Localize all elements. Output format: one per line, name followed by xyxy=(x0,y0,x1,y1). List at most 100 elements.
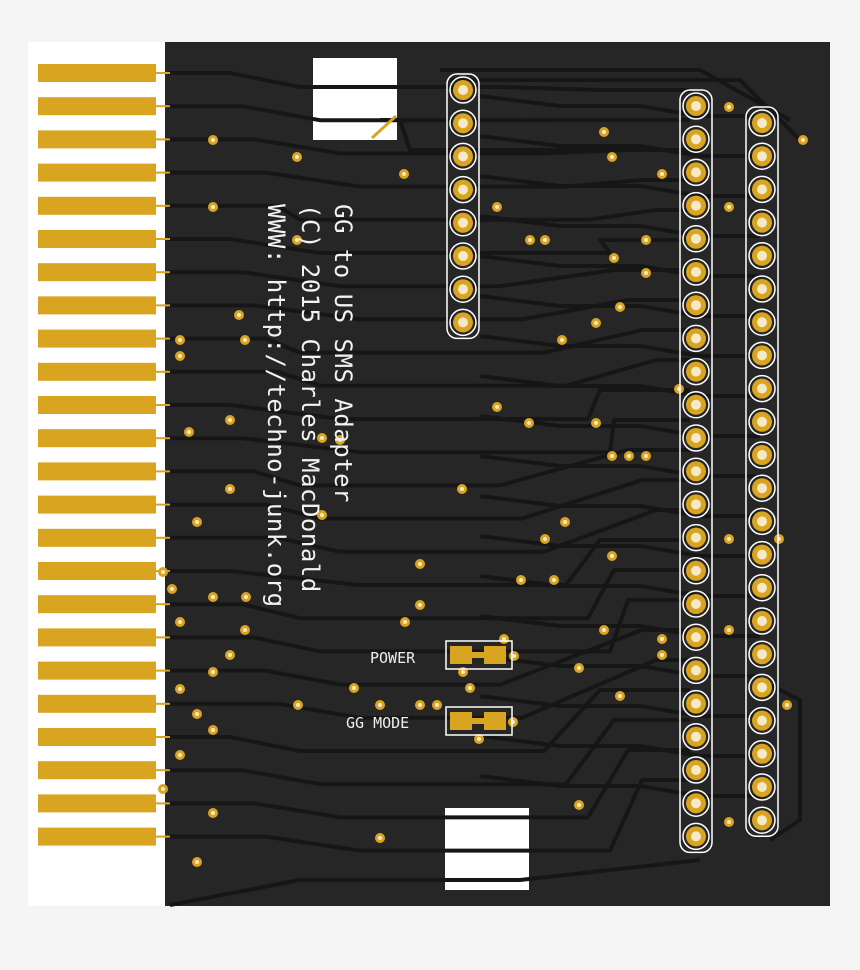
via-hole xyxy=(211,811,215,815)
via-hole xyxy=(178,338,182,342)
via-hole xyxy=(295,238,299,242)
copper-trace xyxy=(168,203,690,222)
header-short-outline xyxy=(446,73,480,340)
header-pin-ring xyxy=(748,374,776,403)
power-jumper xyxy=(445,640,513,670)
copper-trace xyxy=(479,454,760,478)
header-pin-hole xyxy=(757,649,767,660)
copper-trace xyxy=(479,94,760,118)
via-hole xyxy=(527,421,531,425)
header-pin-hole xyxy=(757,748,767,759)
via-hole xyxy=(352,686,356,690)
via-hole xyxy=(161,570,165,574)
header-pin-hole xyxy=(691,499,701,510)
header-pin-ring xyxy=(682,357,710,386)
power-jumper-outline xyxy=(445,640,513,670)
header-pin-ring xyxy=(682,557,710,585)
header-pin-ring xyxy=(682,324,710,353)
via-hole xyxy=(727,820,731,824)
copper-trace xyxy=(168,688,690,753)
via-hole xyxy=(563,520,567,524)
via-hole xyxy=(528,238,532,242)
copper-trace xyxy=(168,71,690,92)
header-pin-hole xyxy=(691,466,701,477)
via-hole xyxy=(243,628,247,632)
edge-finger-pin xyxy=(38,794,156,813)
header-pin-ring xyxy=(748,740,776,768)
header-pin-ring xyxy=(682,523,710,552)
via-hole xyxy=(618,694,622,698)
header-pin-ring xyxy=(748,208,776,237)
via-hole xyxy=(468,686,472,690)
copper-trace xyxy=(479,374,760,398)
via-hole xyxy=(495,405,499,409)
header-pin-hole xyxy=(757,682,767,693)
via-hole xyxy=(602,130,606,134)
via-hole xyxy=(211,728,215,732)
via-hole xyxy=(727,205,731,209)
via-hole xyxy=(161,787,165,791)
header-pin-ring xyxy=(449,275,477,303)
header-pin-ring xyxy=(682,623,710,651)
via-hole xyxy=(660,637,664,641)
edge-finger-pin xyxy=(38,296,156,315)
gg-mode-jumper xyxy=(445,706,513,736)
via-hole xyxy=(187,430,191,434)
header-pin-ring xyxy=(449,142,477,171)
edge-finger-pin xyxy=(38,130,156,149)
header-pin-hole xyxy=(757,184,767,195)
header-pin-ring xyxy=(748,408,776,436)
via-hole xyxy=(477,737,481,741)
header-pin-ring xyxy=(748,275,776,303)
power-jumper-pad-b xyxy=(484,646,506,664)
copper-trace-exposed xyxy=(370,114,398,140)
header-pin-ring xyxy=(748,175,776,204)
header-pin-ring xyxy=(682,225,710,253)
header-pin-hole xyxy=(458,118,468,129)
header-pin-hole xyxy=(757,450,767,460)
via-hole xyxy=(495,205,499,209)
copper-trace xyxy=(479,214,760,238)
via-hole xyxy=(378,836,382,840)
header-pin-hole xyxy=(757,815,767,826)
copper-trace xyxy=(440,68,791,122)
header-pin-ring xyxy=(682,756,710,784)
header-pin-ring xyxy=(449,175,477,204)
edge-finger-pin xyxy=(38,562,156,580)
gg-mode-jumper-outline xyxy=(445,706,513,736)
header-pin-ring xyxy=(449,76,477,104)
via-hole xyxy=(560,338,564,342)
via-hole xyxy=(519,578,523,582)
edge-finger-pin xyxy=(38,761,156,780)
header-pin-ring xyxy=(682,158,710,187)
via-hole xyxy=(195,712,199,716)
header-pin-ring xyxy=(682,590,710,618)
edge-finger-pin xyxy=(38,429,156,448)
header-pin-hole xyxy=(691,101,701,111)
via-hole xyxy=(610,554,614,558)
via-hole xyxy=(644,454,648,458)
copper-trace xyxy=(169,858,701,907)
header-short xyxy=(446,73,480,340)
header-pin-hole xyxy=(458,151,468,162)
header-pin-hole xyxy=(757,317,767,328)
via-hole xyxy=(602,628,606,632)
via-hole xyxy=(228,653,232,657)
header-pin-hole xyxy=(691,333,701,344)
via-hole xyxy=(320,436,324,440)
edge-finger-pin xyxy=(38,495,156,514)
header-pin-hole xyxy=(691,134,701,145)
header-pin-ring xyxy=(682,822,710,851)
via-hole xyxy=(418,562,422,566)
header-pin-hole xyxy=(691,632,701,643)
copper-trace xyxy=(168,388,690,421)
via-hole xyxy=(178,687,182,691)
header-pin-hole xyxy=(458,85,468,95)
header-pin-ring xyxy=(748,640,776,668)
header-pin-hole xyxy=(757,151,767,162)
via-hole xyxy=(512,654,516,658)
gg-mode-jumper-bridge xyxy=(470,718,486,724)
copper-trace xyxy=(479,494,760,518)
header-pin-hole xyxy=(757,782,767,792)
